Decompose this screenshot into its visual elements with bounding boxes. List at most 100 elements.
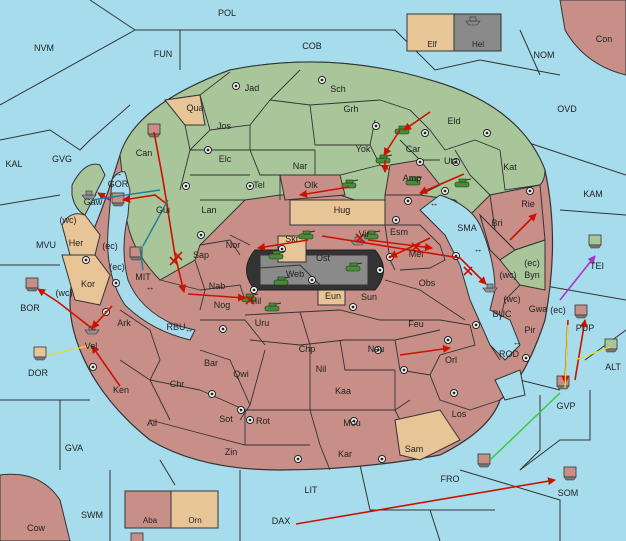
army-unit-icon[interactable] — [375, 154, 393, 164]
supply-center-dot — [446, 338, 450, 342]
province-label: Eun — [325, 291, 341, 301]
occupied-unit-icon[interactable] — [556, 375, 570, 390]
army-unit-icon[interactable] — [454, 178, 472, 188]
move-order-arrow — [399, 345, 451, 356]
sea-label: (ec) — [102, 241, 118, 251]
sea-label: (ec) — [550, 305, 566, 315]
move-order-arrow — [122, 194, 169, 206]
legend-top — [406, 13, 502, 52]
move-order-arrow — [509, 213, 537, 241]
fleet-unit-icon[interactable] — [81, 190, 97, 200]
province-label: Qwi — [233, 369, 249, 379]
land-qua[interactable] — [164, 94, 206, 126]
supply-center-dot — [84, 258, 88, 262]
land-olk[interactable] — [279, 174, 346, 201]
move-order-arrow — [559, 255, 596, 301]
sea-label: KAL — [5, 159, 22, 169]
province-label: Esm — [390, 227, 408, 237]
province-label: Kaa — [335, 386, 351, 396]
orders: ↔↔↔↔↔↔ — [37, 111, 611, 525]
province-label: Ail — [147, 418, 157, 428]
inner-sea-mit[interactable] — [107, 171, 196, 341]
sea-label: (wc) — [60, 215, 77, 225]
occupied-unit-icon[interactable] — [33, 346, 47, 361]
supply-center-dot — [443, 189, 447, 193]
province-label: Olk — [304, 180, 318, 190]
move-order-arrow — [383, 129, 401, 156]
army-unit-icon[interactable] — [405, 176, 423, 186]
army-unit-icon[interactable] — [273, 276, 291, 286]
supply-center-dot — [423, 131, 427, 135]
sea-label: GVA — [65, 443, 83, 453]
occupied-unit-icon[interactable] — [574, 304, 588, 319]
province-label: Nor — [226, 240, 241, 250]
legend-label: Hel — [472, 40, 484, 49]
occupied-unit-icon[interactable] — [130, 532, 144, 541]
army-unit-icon[interactable] — [268, 250, 286, 260]
sea-label: POL — [218, 8, 236, 18]
land-her[interactable] — [61, 213, 101, 256]
province-label: Sap — [193, 250, 209, 260]
land-kor[interactable] — [61, 254, 111, 306]
fleet-unit-icon[interactable] — [465, 16, 481, 26]
fleet-unit-icon[interactable] — [482, 283, 498, 293]
province-label: Los — [452, 409, 467, 419]
army-unit-icon[interactable] — [298, 230, 316, 240]
occupied-unit-icon[interactable] — [129, 246, 143, 261]
supply-center-dot — [351, 305, 355, 309]
province-label: Byn — [524, 270, 540, 280]
occupied-unit-icon[interactable] — [477, 453, 491, 468]
supply-center-dot — [418, 160, 422, 164]
province-label: Car — [406, 144, 421, 154]
support-order-line — [142, 199, 169, 247]
move-order-arrow — [389, 237, 431, 258]
hold-order-line — [574, 346, 611, 361]
sea-label: GVG — [52, 154, 72, 164]
province-label: Kor — [81, 279, 95, 289]
sea-label: ROD — [499, 349, 520, 359]
convoy-order-line — [489, 392, 561, 461]
occupied-unit-icon[interactable] — [563, 466, 577, 481]
province-label: Sam — [405, 444, 424, 454]
province-label: Mou — [343, 418, 361, 428]
move-order-arrow — [419, 173, 465, 194]
sea-label: DOR — [28, 368, 49, 378]
land-sam[interactable] — [394, 409, 461, 461]
supply-center-dot — [528, 189, 532, 193]
sea-label: TEI — [590, 261, 604, 271]
sea-label: NOM — [534, 50, 555, 60]
sea-label: NVM — [34, 43, 54, 53]
province-label: Neu — [368, 344, 385, 354]
province-label: Lan — [201, 205, 216, 215]
supply-center-dot — [114, 281, 118, 285]
army-unit-icon[interactable] — [341, 179, 359, 189]
supply-center-dot — [394, 218, 398, 222]
inner-sea-sma[interactable] — [419, 194, 521, 361]
province-label: Nab — [209, 281, 226, 291]
province-label: Ark — [117, 318, 131, 328]
army-unit-icon[interactable] — [264, 302, 282, 312]
supply-center-dot — [199, 233, 203, 237]
army-unit-icon[interactable] — [363, 230, 381, 240]
land-byn[interactable] — [499, 239, 546, 291]
failed-order-mark — [355, 233, 365, 243]
army-unit-icon[interactable] — [345, 262, 363, 272]
land-cow[interactable] — [0, 473, 71, 541]
province-label: Vel — [85, 341, 98, 351]
province-label: Rot — [256, 416, 271, 426]
support-order-line — [91, 189, 161, 201]
occupied-unit-icon[interactable] — [25, 277, 39, 292]
sea-label: BUC — [492, 309, 512, 319]
move-order-arrow — [295, 477, 556, 525]
supply-center-dot — [252, 288, 256, 292]
occupied-unit-icon[interactable] — [588, 234, 602, 249]
sea-label: Cow — [27, 523, 46, 533]
occupied-unit-icon[interactable] — [604, 338, 618, 353]
province-label: Skr — [285, 234, 299, 244]
province-label: Hug — [334, 205, 351, 215]
province-label: Orl — [445, 355, 457, 365]
sea-label: RBU — [166, 322, 185, 332]
inner-sea-rod[interactable] — [494, 369, 526, 401]
